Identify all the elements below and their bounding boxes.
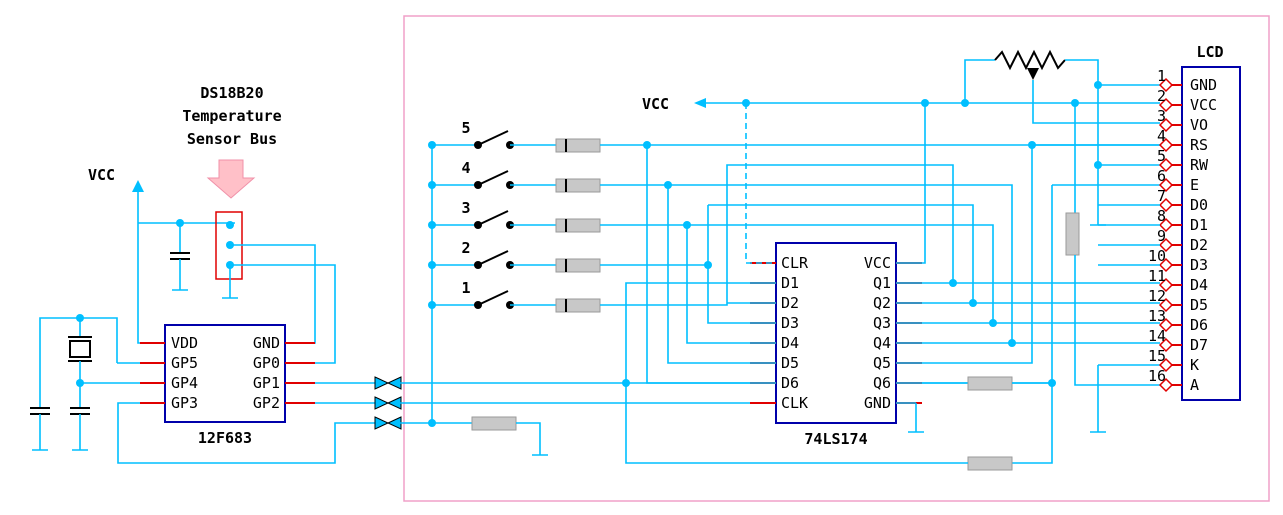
latch-pin-label: D2: [781, 294, 799, 312]
switch-number-label: 4: [461, 159, 470, 177]
latch-pin-label: Q1: [873, 274, 891, 292]
lcd-pin-number: 11: [1148, 267, 1166, 285]
crystal: [69, 340, 91, 358]
lcd-pin-label: VCC: [1190, 96, 1217, 114]
down-arrow-icon: [206, 159, 256, 199]
latch-pin-label: D4: [781, 334, 799, 352]
lcd-pin-label: D7: [1190, 336, 1208, 354]
lcd-pin-number: 4: [1157, 127, 1166, 145]
resistor: [471, 416, 517, 431]
latch-pin-label: Q2: [873, 294, 891, 312]
sensor-label-line2: Temperature: [182, 107, 281, 125]
switch: [477, 130, 509, 146]
switch-number-label: 3: [461, 199, 470, 217]
lcd-pin-label: D1: [1190, 216, 1208, 234]
pic-pin-label: GP4: [171, 374, 198, 392]
lcd-title: LCD: [1196, 43, 1223, 61]
resistor: [555, 258, 601, 273]
board-connector: [374, 416, 402, 430]
left-vcc-label: VCC: [88, 166, 115, 184]
latch-pin-label: D3: [781, 314, 799, 332]
latch-pin-label: VCC: [864, 254, 891, 272]
latch-pin-label: Q4: [873, 334, 891, 352]
sensor-label-line3: Sensor Bus: [187, 130, 277, 148]
switch: [477, 170, 509, 186]
latch-ic-body: [775, 242, 897, 424]
lcd-pin-label: D5: [1190, 296, 1208, 314]
lcd-pin-label: D0: [1190, 196, 1208, 214]
lcd-pin-label: RW: [1190, 156, 1209, 174]
latch-pin-label: Q3: [873, 314, 891, 332]
lcd-pin-label: A: [1190, 376, 1199, 394]
resistor: [555, 178, 601, 193]
switch: [477, 290, 509, 306]
lcd-pin-number: 12: [1148, 287, 1166, 305]
lcd-pin-label: GND: [1190, 76, 1217, 94]
latch-pin-label: D6: [781, 374, 799, 392]
lcd-pin-number: 13: [1148, 307, 1166, 325]
switch-number-label: 1: [461, 279, 470, 297]
lcd-pin-number: 9: [1157, 227, 1166, 245]
lcd-pin-number: 3: [1157, 107, 1166, 125]
board-connector: [374, 396, 402, 410]
lcd-pin-number: 5: [1157, 147, 1166, 165]
resistor: [1065, 212, 1080, 256]
mid-vcc-label: VCC: [642, 95, 669, 113]
pic-ic-name: 12F683: [198, 429, 252, 447]
board-outline: [403, 15, 1270, 502]
lcd-pin-number: 10: [1148, 247, 1166, 265]
lcd-pin-number: 1: [1157, 67, 1166, 85]
latch-pin-label: CLK: [781, 394, 808, 412]
lcd-pin-number: 2: [1157, 87, 1166, 105]
lcd-pin-number: 14: [1148, 327, 1166, 345]
lcd-pin-number: 16: [1148, 367, 1166, 385]
latch-pin-label: D5: [781, 354, 799, 372]
resistor: [555, 218, 601, 233]
pic-pin-label: GP1: [253, 374, 280, 392]
resistor: [967, 376, 1013, 391]
sensor-label-line1: DS18B20: [200, 84, 263, 102]
lcd-pin-label: K: [1190, 356, 1199, 374]
board-connector: [374, 376, 402, 390]
potentiometer: [994, 49, 1066, 71]
lcd-pin-label: D6: [1190, 316, 1208, 334]
lcd-pin-label: D2: [1190, 236, 1208, 254]
resistor: [555, 298, 601, 313]
latch-pin-label: Q6: [873, 374, 891, 392]
latch-ic-name: 74LS174: [804, 430, 867, 448]
lcd-pin-label: VO: [1190, 116, 1208, 134]
pic-pin-label: GP5: [171, 354, 198, 372]
pic-pin-label: GP3: [171, 394, 198, 412]
lcd-pin-label: D4: [1190, 276, 1208, 294]
switch: [477, 210, 509, 226]
lcd-pin-number: 7: [1157, 187, 1166, 205]
lcd-body: [1181, 66, 1241, 401]
lcd-pin-number: 8: [1157, 207, 1166, 225]
lcd-pin-label: E: [1190, 176, 1199, 194]
switch: [477, 250, 509, 266]
latch-pin-label: GND: [864, 394, 891, 412]
lcd-pin-number: 15: [1148, 347, 1166, 365]
lcd-pin-label: D3: [1190, 256, 1208, 274]
resistor: [555, 138, 601, 153]
switch-number-label: 2: [461, 239, 470, 257]
lcd-pin-number: 6: [1157, 167, 1166, 185]
lcd-pin-label: RS: [1190, 136, 1208, 154]
pic-ic-body: [164, 324, 286, 423]
latch-pin-label: D1: [781, 274, 799, 292]
latch-pin-label: CLR: [781, 254, 809, 272]
pic-pin-label: GP0: [253, 354, 280, 372]
pic-pin-label: GP2: [253, 394, 280, 412]
resistor: [967, 456, 1013, 471]
pic-pin-label: VDD: [171, 334, 198, 352]
latch-pin-label: Q5: [873, 354, 891, 372]
switch-number-label: 5: [461, 119, 470, 137]
pic-pin-label: GND: [253, 334, 280, 352]
